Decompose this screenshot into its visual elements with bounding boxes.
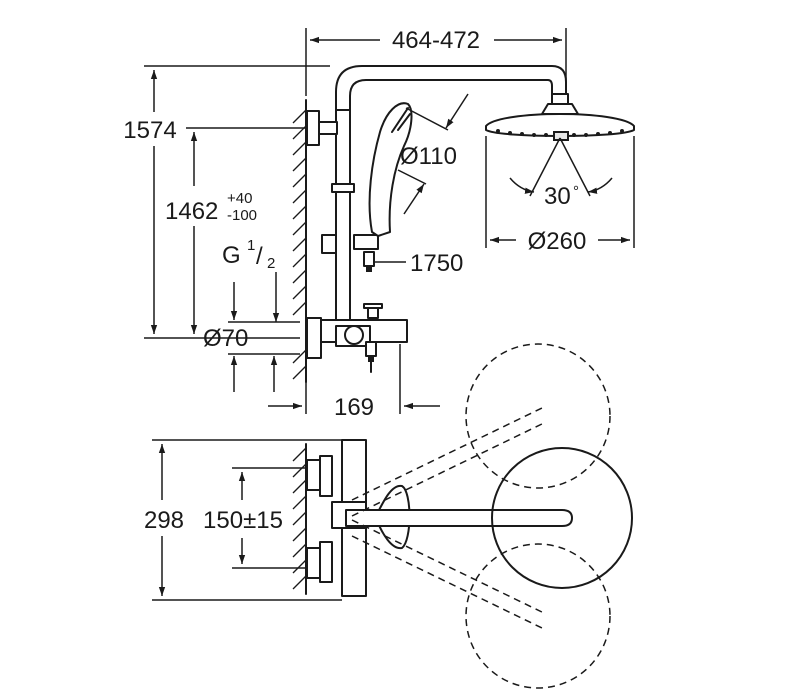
hand-shower (368, 102, 413, 237)
arm-plan (345, 509, 573, 527)
dim-hose-length: 1750 (374, 250, 463, 277)
side-view: 464-472 1574 1462 +40 -100 G 1 / 2 (123, 27, 635, 421)
total-height-label: 1574 (123, 117, 176, 144)
dim-centres: 150±15 (203, 467, 308, 569)
thread-numerator: 1 (247, 237, 255, 254)
dim-arm-length: 464-472 (305, 27, 567, 96)
dim-escutcheon: Ø70 (203, 282, 300, 392)
thermostat-mixer (306, 303, 408, 373)
dim-hand-shower: Ø110 (397, 93, 469, 215)
hand-shower-label: Ø110 (400, 143, 457, 170)
shower-rail (331, 65, 567, 325)
thread-callout: G 1 / 2 (222, 237, 280, 322)
head-shower-plan (491, 447, 633, 589)
wall-bracket (306, 110, 338, 146)
connection-height-label: 1462 (165, 198, 218, 225)
mixer-depth-label: 169 (334, 394, 374, 421)
centres-label: 150±15 (203, 507, 283, 534)
thread-label: G (222, 242, 241, 269)
wall-plan (292, 443, 307, 595)
connection-tolerance-plus: +40 (227, 190, 252, 207)
dim-plan-depth: 298 (144, 439, 342, 601)
dim-head-shower: Ø260 (485, 136, 635, 255)
plan-view: 298 150±15 (144, 343, 633, 689)
dim-tilt-angle: 30 ° (509, 137, 613, 210)
arm-length-label: 464-472 (392, 27, 480, 54)
head-shower (485, 93, 635, 141)
thread-slash: / (256, 243, 263, 270)
hand-shower-holder (321, 234, 379, 272)
dim-connection-height: 1462 +40 -100 (165, 127, 306, 334)
head-shower-label: Ø260 (528, 228, 587, 255)
dim-mixer-depth: 169 (268, 344, 440, 421)
connection-tolerance-minus: -100 (227, 207, 257, 224)
wall-top-view-side (292, 99, 307, 383)
hose-length-label: 1750 (410, 250, 463, 277)
dim-total-height: 1574 (123, 65, 330, 339)
plan-depth-label: 298 (144, 507, 184, 534)
escutcheon-label: Ø70 (203, 325, 248, 352)
tilt-angle-label: 30 (544, 183, 571, 210)
thread-denominator: 2 (267, 255, 275, 272)
tilt-angle-unit: ° (573, 183, 579, 200)
swivel-positions (351, 343, 611, 689)
